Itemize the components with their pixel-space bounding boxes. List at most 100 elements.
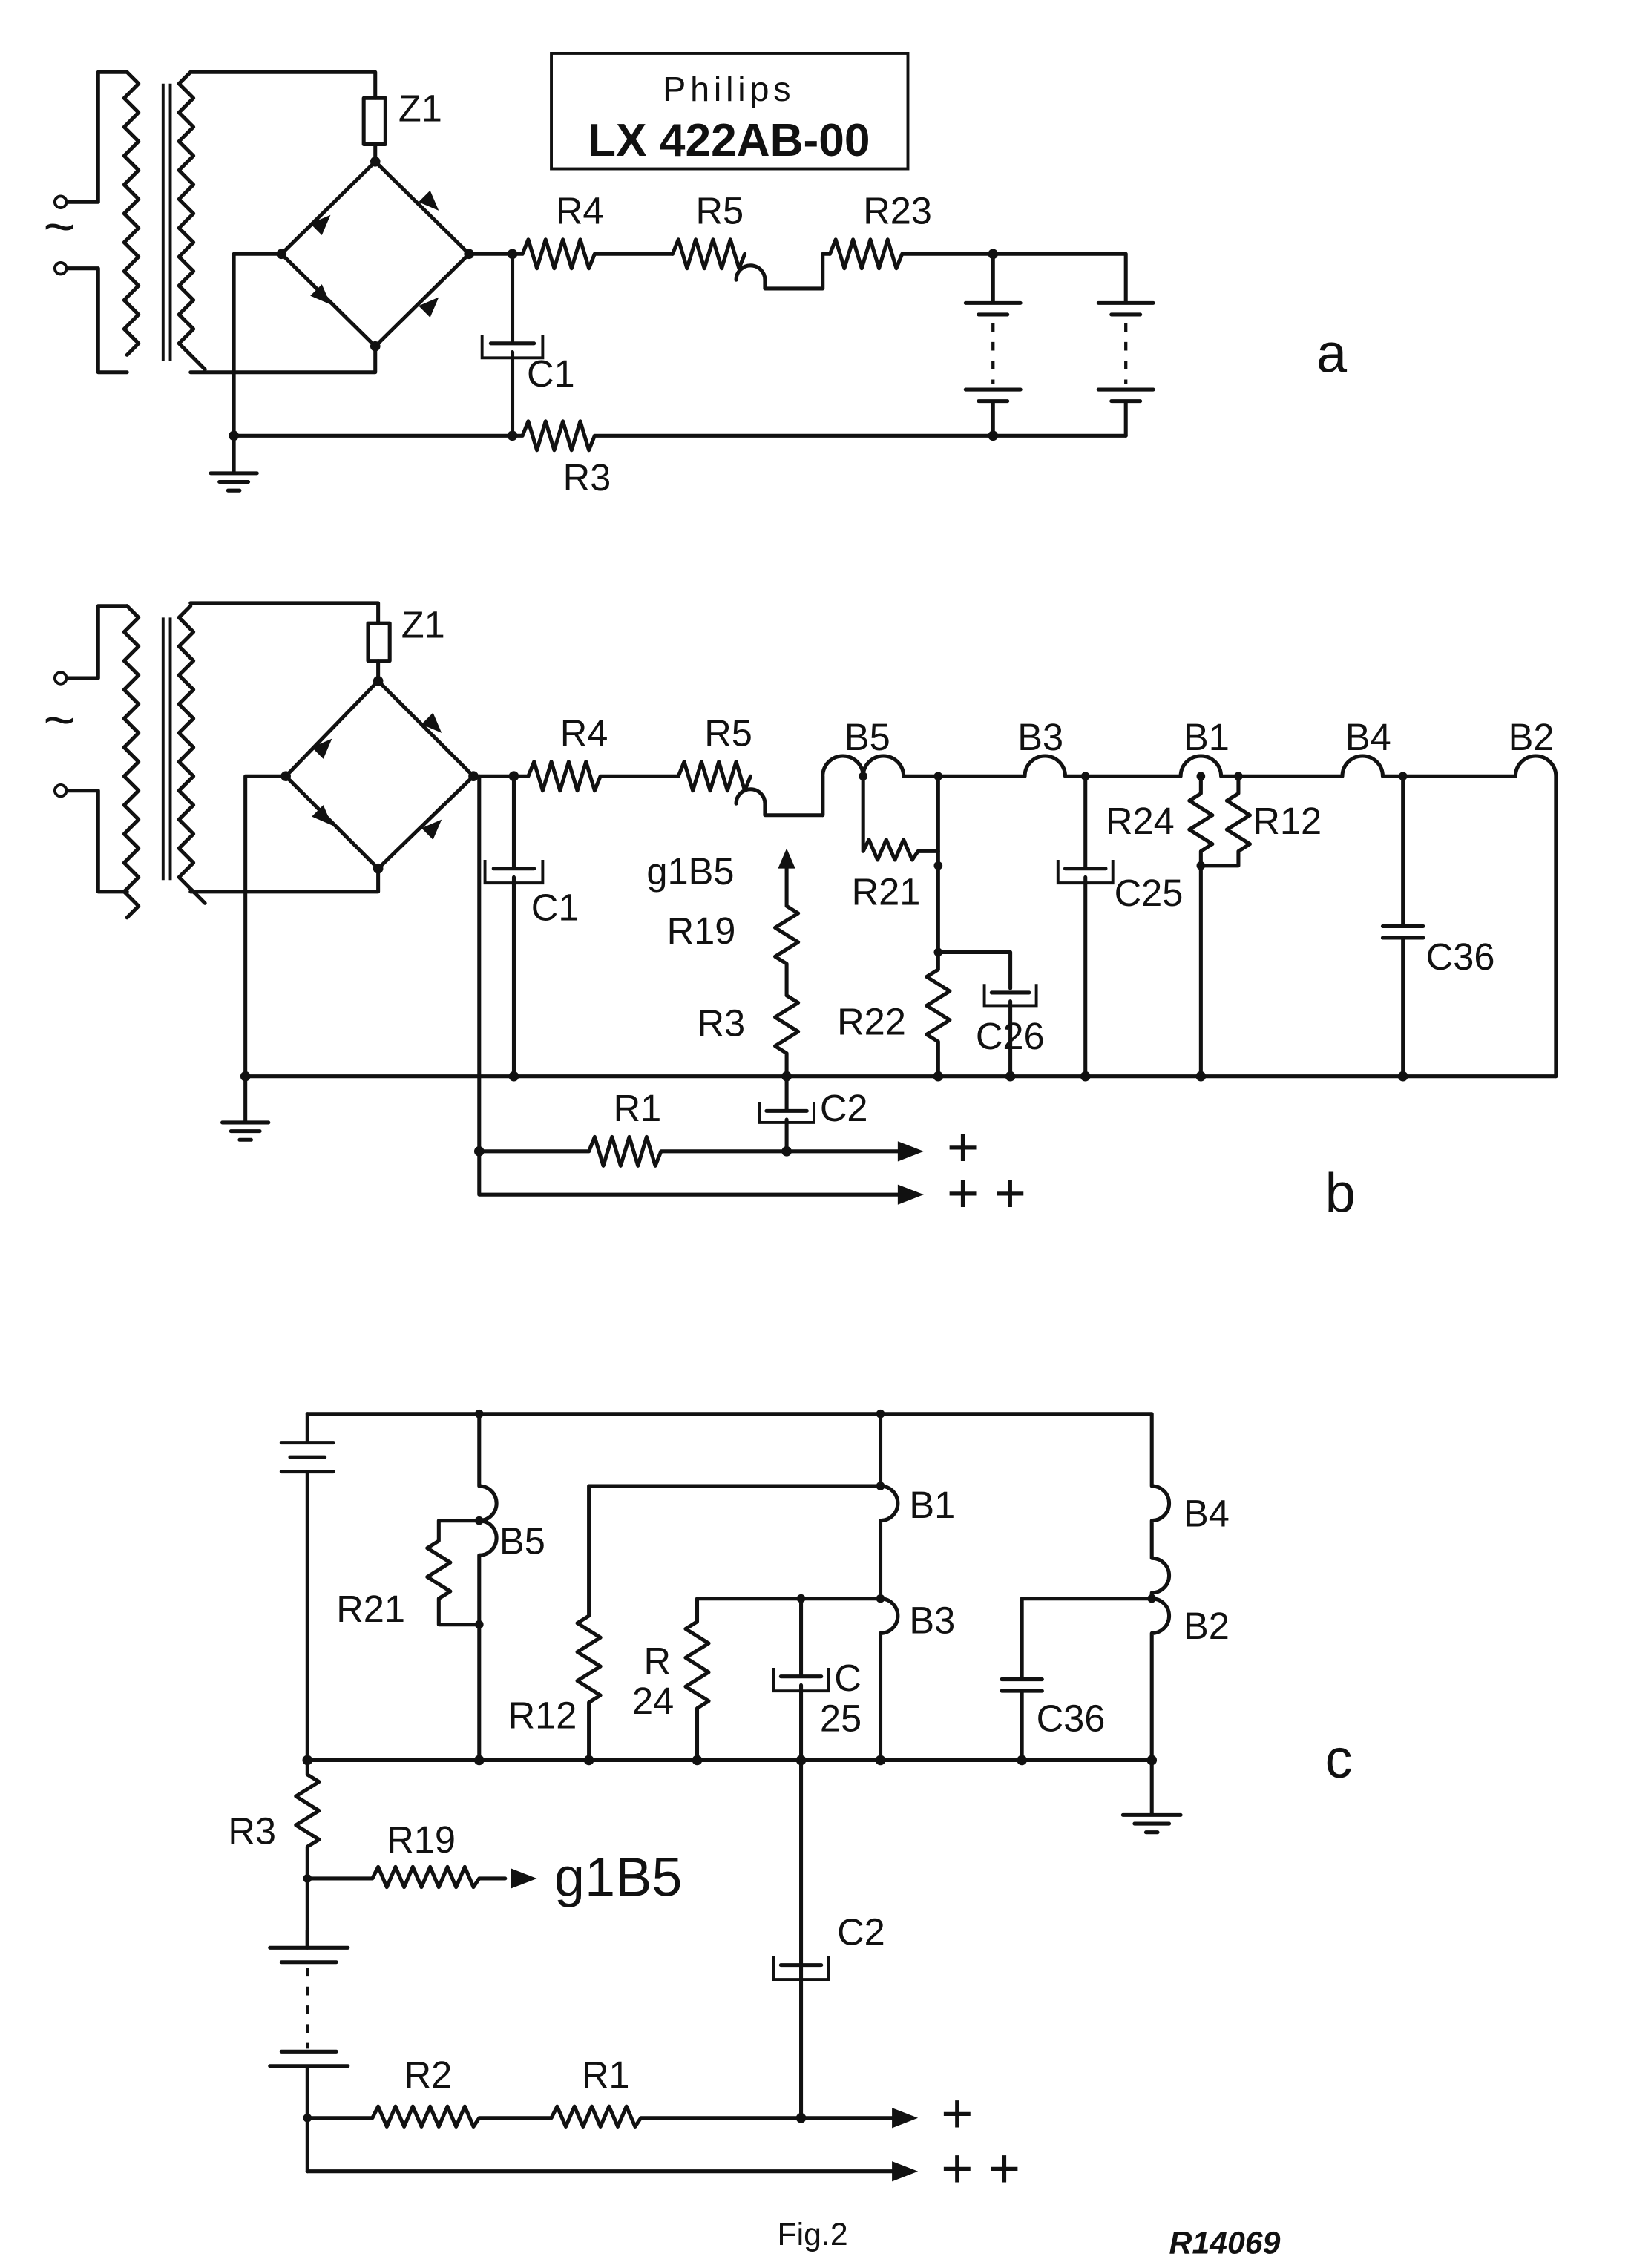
diode-icons [310,190,439,318]
c1-capacitor [491,774,536,1079]
transformer-primary-coil [122,70,141,357]
transformer-primary-coil [122,604,141,920]
title-box-border [550,52,910,171]
z1-label: Z1 [401,604,445,646]
r4-label: R4 [556,189,604,231]
r3-resistor [232,419,1128,453]
r5-label: R5 [704,711,752,754]
b3-label: B3 [909,1599,955,1641]
transformer-core [161,83,172,361]
c36-capacitor [1380,774,1425,1079]
brand-label: Philips [663,70,795,108]
r4-label: R4 [560,711,608,754]
r21-resistor [425,1519,482,1627]
g1b5-label: g1B5 [646,850,734,893]
r1-resistor [477,774,905,1197]
diagram-c-label: c [1325,1728,1353,1789]
r5-resistor [670,237,747,271]
r24-label-a: R [644,1640,672,1682]
output-arrows [892,2108,919,2182]
output-plusplus: + + [941,2137,1020,2199]
diagram-b-label: b [1325,1163,1356,1224]
primary-leads [64,70,129,375]
diagram-b: ~ Z1 R4 R5 B5 B3 B1 B4 B2 R21 R22 C26 [43,601,1558,1224]
r22-label: R22 [837,1000,906,1042]
output-arrows [897,1141,924,1205]
r21-label: R21 [336,1588,405,1630]
ground-return [232,252,283,438]
c36-capacitor [1000,1597,1154,1763]
b1-label: B1 [909,1484,955,1526]
ac-symbol: ~ [43,196,75,257]
r19-label: R19 [667,910,736,952]
b3-label: B3 [1017,716,1063,758]
c1-label: C1 [527,352,575,395]
diagram-c: B5 R21 B1 B3 R12 R 24 C 25 B4 B2 C36 R3 … [228,1409,1353,2199]
diode-icons [312,712,442,840]
c25-label-b: 25 [820,1697,862,1740]
figure-caption: Fig.2 [778,2217,848,2252]
c1-capacitor [488,252,536,438]
r22-resistor [925,774,1013,1079]
b5-label: B5 [499,1519,545,1562]
r2-label: R2 [404,2054,453,2096]
r3-r19-resistors [773,861,801,1079]
r3-label: R3 [697,1002,745,1044]
c25-capacitor [1063,774,1108,1079]
b1-label: B1 [1184,716,1230,758]
b5-label: B5 [844,716,890,758]
diagram-a: ~ Z1 R4 R5 R23 [43,70,1348,499]
r4-r5-resistors [511,760,752,793]
arrow-up-icon [778,848,795,869]
r12-label: R12 [508,1695,577,1737]
output-plusplus: + + [947,1163,1026,1224]
c25-label-a: C [834,1657,862,1699]
r12-label: R12 [1253,800,1322,842]
model-label: LX 422AB-00 [588,115,870,166]
arrow-right-icon [511,1868,537,1889]
output-plus: + [941,2083,973,2144]
c2-capacitor [772,1956,830,1982]
r24-label: R24 [1106,800,1175,842]
r5-label: R5 [696,189,744,231]
r3-resistor [294,1758,321,1950]
title-box: Philips LX 422AB-00 [550,52,910,171]
g1b5-label: g1B5 [554,1846,683,1907]
battery-bottom-top [268,1928,350,1965]
r21-resistor [861,774,940,862]
secondary-leads [188,70,378,375]
c25-label: C25 [1115,872,1184,914]
ground-icon [1120,1758,1183,1835]
battery-stack-1 [963,252,1023,438]
filament-chain [821,754,1558,1079]
c2-label: C2 [837,1910,885,1953]
r19-label: R19 [387,1818,456,1861]
c1-label: C1 [531,887,580,929]
ac-symbol: ~ [43,689,75,751]
r1-label: R1 [614,1087,662,1129]
z1-label: Z1 [398,87,442,129]
r3-label: R3 [228,1810,276,1852]
c36-label: C36 [1037,1697,1106,1740]
r12-resistor [575,1484,883,1763]
c36-label: C36 [1426,936,1495,978]
transformer-secondary-coil [177,604,207,905]
c26-label: C26 [976,1015,1045,1057]
r24-label-b: 24 [632,1680,674,1722]
b4-label: B4 [1345,716,1391,758]
r23-resistor [827,237,1128,271]
z1-fuse [361,96,387,146]
battery-stack-2 [1096,252,1155,438]
r4-resistor [510,237,675,271]
z1-fuse [366,621,392,663]
r24-r12-resistors [1187,774,1253,1079]
c2-label: C2 [820,1087,868,1129]
transformer-secondary-coil [177,70,207,372]
b2-label: B2 [1509,716,1555,758]
c2-capacitor [764,1074,809,1154]
drawing-reference: R14069 [1169,2226,1281,2261]
ground-icon [220,1074,271,1142]
c25-capacitor [778,1597,824,2116]
bridge-rectifier [279,160,471,349]
battery-top [279,1412,335,1763]
